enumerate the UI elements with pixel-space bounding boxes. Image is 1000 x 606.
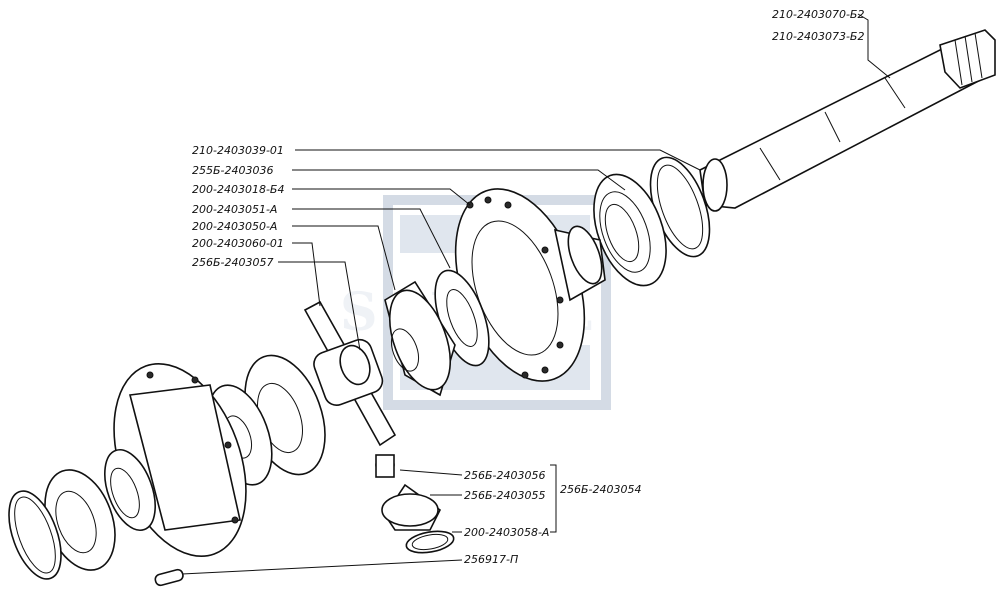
leader-side-gear [292,225,396,291]
label-side-gear: 200-2403050-А [192,220,277,233]
label-washer: 200-2403051-А [192,203,277,216]
bracket-pinion-group [550,464,557,533]
side-gear-upper [384,280,456,397]
leader-ring [295,149,701,171]
label-cross: 200-2403060-01 [192,237,284,250]
label-shaft-b: 210-2403073-Б2 [772,30,864,43]
shaft-inner-spline [702,158,728,212]
label-bearing: 255Б-2403036 [192,164,274,177]
leader-lines [181,13,891,575]
label-housing: 200-2403018-Б4 [192,183,284,196]
leader-bearing [292,169,626,191]
label-pinion-group: 256Б-2403054 [560,483,642,496]
label-shaft-a: 210-2403070-Б2 [772,8,864,21]
cross-spider [303,300,397,478]
snap-ring-left [8,490,62,580]
label-pinion-bushing: 256Б-2403056 [464,469,546,482]
pin [154,568,184,587]
label-ring: 210-2403039-01 [192,144,284,157]
pinion-gear [381,483,442,531]
output-shaft [699,29,996,212]
pinion-washer [405,530,455,554]
label-pin: 256917-П [464,553,518,566]
leader-cross [292,242,321,307]
leader-pin [181,559,463,575]
leader-housing [292,188,471,206]
leader-shaft [857,13,891,79]
leader-bushing-top [278,261,361,351]
label-bushing-top: 256Б-2403057 [192,256,274,269]
leader-pinion-bushing [399,469,463,476]
part-labels: 210-2403070-Б2 210-2403073-Б2 210-240303… [192,8,864,566]
label-pinion: 256Б-2403055 [464,489,546,502]
label-pinion-washer: 200-2403058-А [464,526,549,539]
leader-washer [292,208,451,269]
diff-housing-left [104,363,247,557]
